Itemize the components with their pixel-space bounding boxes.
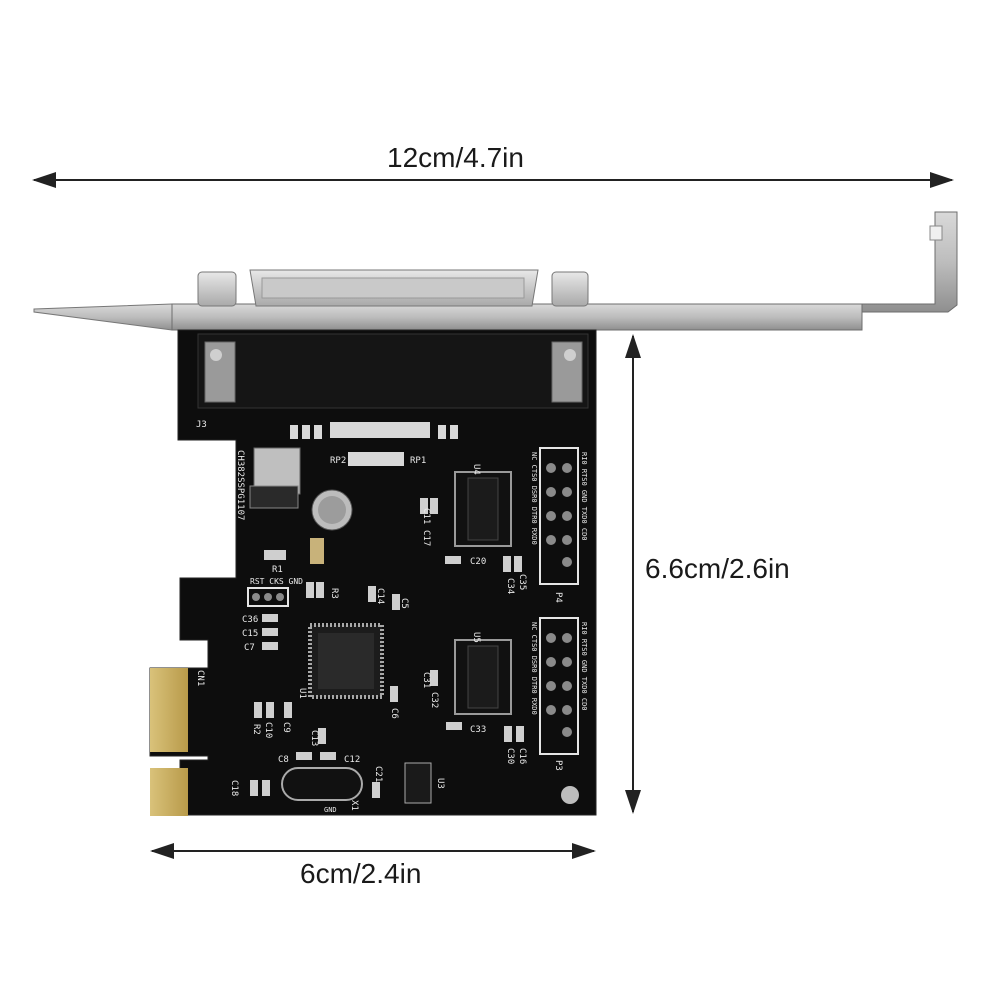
silk-c5: C5	[399, 598, 409, 609]
pin-header-p3	[539, 617, 579, 755]
silk-u3: U3	[435, 778, 445, 789]
silk-r2: R2	[251, 724, 261, 735]
chip-u5	[454, 639, 512, 715]
silk-c9: C9	[281, 722, 291, 733]
silk-c7: C7	[244, 643, 255, 653]
silk-c16: C16	[517, 748, 527, 764]
silk-c17: C17	[421, 530, 431, 546]
silk-u4: U4	[471, 464, 481, 475]
silk-c21: C21	[373, 766, 383, 782]
parallel-port-connector	[197, 269, 589, 307]
width-dimension-label: 12cm/4.7in	[387, 142, 524, 173]
chip-u1-main	[308, 623, 384, 699]
silk-c32: C32	[429, 692, 439, 708]
metal-bracket	[33, 211, 958, 331]
silk-c30: C30	[505, 748, 515, 764]
silk-c13: C13	[309, 730, 319, 746]
bottom-width-dimension-label: 6cm/2.4in	[300, 858, 422, 889]
silk-c14: C14	[375, 588, 385, 604]
silk-c34: C34	[505, 578, 515, 594]
silk-j3: J3	[196, 420, 207, 430]
silk-c36: C36	[242, 615, 258, 625]
silk-r3: R3	[329, 588, 339, 599]
silk-cn1: CN1	[195, 670, 205, 686]
crystal-x1	[281, 767, 363, 801]
silk-c8: C8	[278, 755, 289, 765]
silk-c35: C35	[517, 574, 527, 590]
silk-c31: C31	[421, 672, 431, 688]
silk-p4-pins2: RI0 RTS0 GND TXD0 CD0	[580, 452, 588, 541]
height-dimension-label: 6.6cm/2.6in	[645, 553, 790, 584]
silk-chip-main: CH382SSPG1107	[235, 450, 245, 520]
silk-p3-pins: NC CTS0 DSR0 DTR0 RXD0	[530, 622, 538, 715]
silk-p4-pins: NC CTS0 DSR0 DTR0 RXD0	[530, 452, 538, 545]
silk-u1: U1	[297, 688, 307, 699]
silk-c33: C33	[470, 725, 486, 735]
silk-c12: C12	[344, 755, 360, 765]
silk-c15: C15	[242, 629, 258, 639]
silk-p3: P3	[553, 760, 563, 771]
pin-header-p4	[539, 447, 579, 585]
silk-c10: C10	[263, 722, 273, 738]
silk-rp1: RP1	[410, 456, 426, 466]
silk-gnd: GND	[324, 806, 337, 814]
silk-p4: P4	[553, 592, 563, 603]
silk-r1: R1	[272, 565, 283, 575]
silk-u5: U5	[471, 632, 481, 643]
silk-c11: C11	[421, 508, 431, 524]
silk-c20: C20	[470, 557, 486, 567]
silk-c18: C18	[229, 780, 239, 796]
chip-u4	[454, 471, 512, 547]
silk-p3-pins2: RI0 RTS0 GND TXD0 CD0	[580, 622, 588, 711]
silk-c6: C6	[389, 708, 399, 719]
silk-x1: X1	[349, 800, 359, 811]
pcie-gold-fingers	[150, 668, 188, 816]
silk-header: RST CKS GND	[250, 577, 303, 586]
silk-rp2: RP2	[330, 456, 346, 466]
